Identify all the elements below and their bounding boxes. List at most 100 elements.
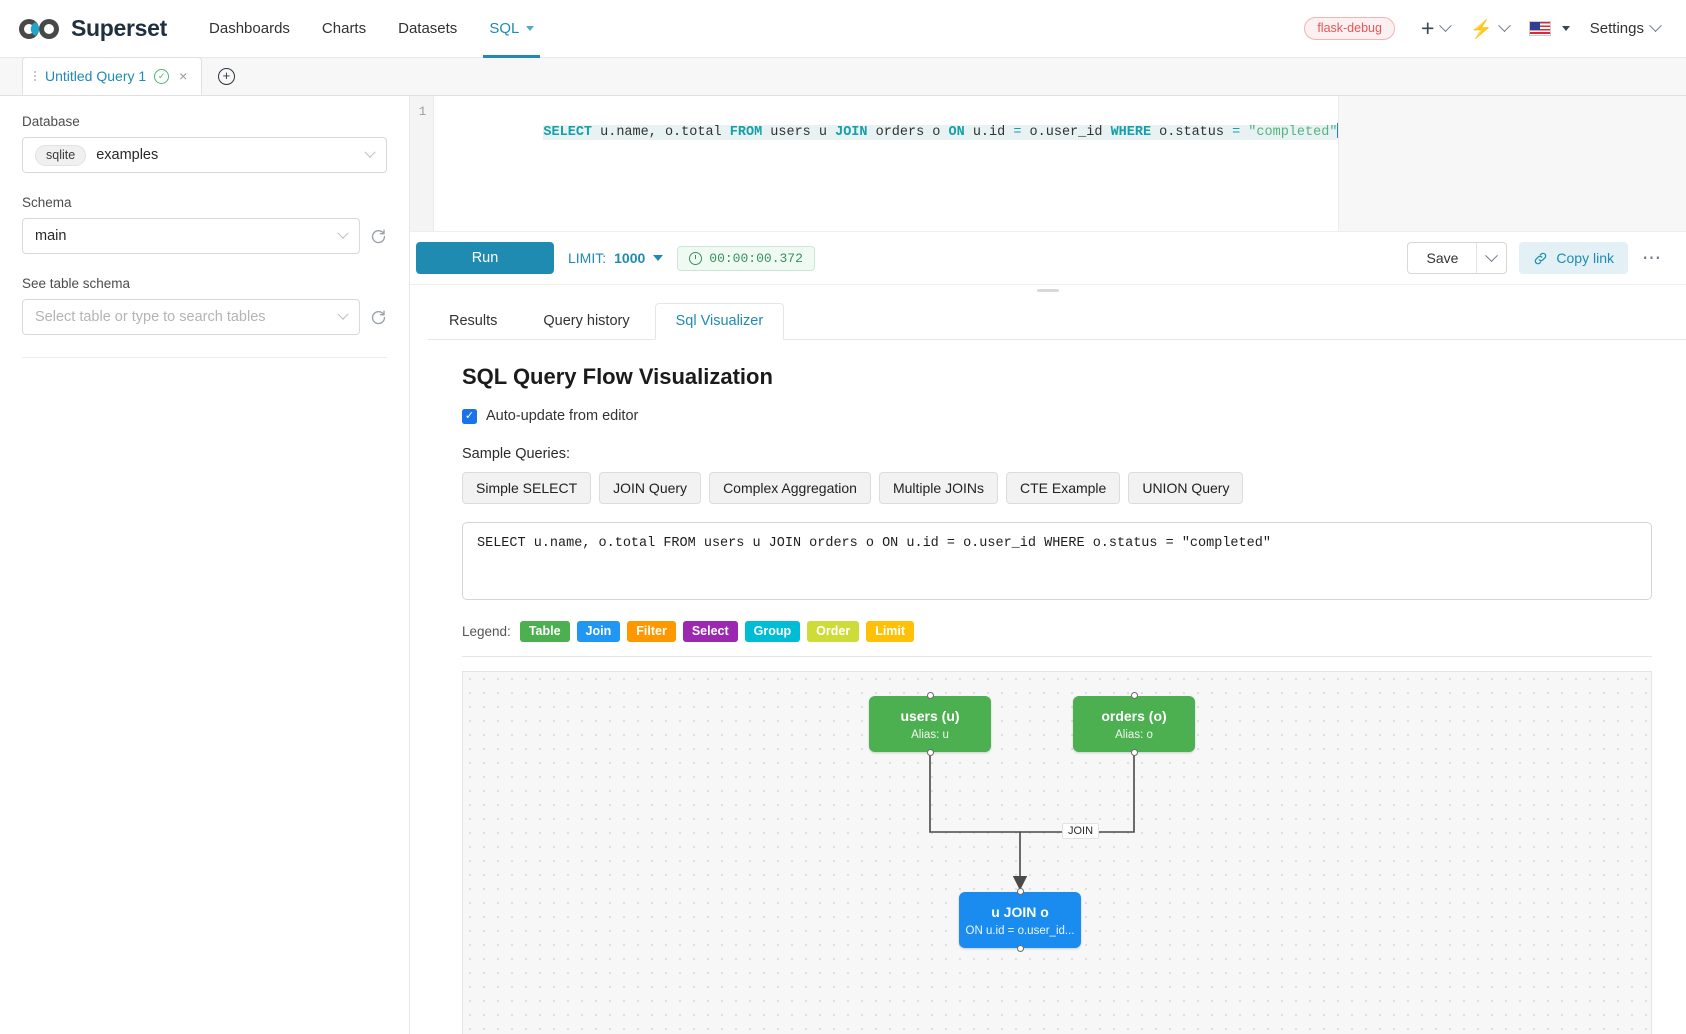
- plus-icon: +: [1420, 15, 1435, 41]
- chevron-down-icon: [1497, 19, 1511, 33]
- query-tab-untitled-query-1[interactable]: Untitled Query 1 ✓ ×: [22, 57, 203, 95]
- sql-input-textarea[interactable]: [462, 522, 1652, 600]
- settings-menu-button[interactable]: Settings: [1582, 16, 1668, 41]
- new-menu-button[interactable]: +: [1413, 13, 1458, 44]
- legend-chip-order: Order: [807, 621, 860, 642]
- result-tabs-underline: [428, 339, 1686, 340]
- nav-item-dashboards[interactable]: Dashboards: [193, 0, 306, 58]
- sample-query-button-2[interactable]: Complex Aggregation: [709, 472, 871, 504]
- check-circle-icon: ✓: [154, 68, 170, 84]
- node-port-top[interactable]: [1016, 888, 1024, 895]
- query-tab-label: Untitled Query 1: [45, 68, 147, 84]
- flow-node-users[interactable]: users (u)Alias: u: [869, 692, 991, 756]
- table-schema-label: See table schema: [22, 276, 131, 291]
- sql-editor: 1 SELECT u.name, o.total FROM users u JO…: [410, 96, 1686, 232]
- header-actions: flask-debug + ⚡ Settings: [1304, 13, 1686, 44]
- ace-editor[interactable]: 1 SELECT u.name, o.total FROM users u JO…: [410, 96, 1686, 231]
- nav-item-charts-label: Charts: [321, 20, 367, 37]
- tab-sql-visualizer[interactable]: Sql Visualizer: [654, 303, 785, 340]
- node-port-bottom[interactable]: [1016, 945, 1024, 952]
- nav-item-charts[interactable]: Charts: [306, 0, 382, 58]
- auto-update-checkbox[interactable]: ✓: [462, 408, 477, 424]
- node-port-bottom[interactable]: [1130, 749, 1138, 756]
- legend-label: Legend:: [462, 624, 511, 639]
- flow-edges: [929, 752, 1135, 891]
- flask-debug-badge[interactable]: flask-debug: [1304, 17, 1395, 40]
- node-port-top[interactable]: [1130, 692, 1138, 699]
- new-query-tab-button[interactable]: +: [202, 57, 250, 95]
- panel-resize-handle[interactable]: [410, 285, 1686, 295]
- nav-item-datasets[interactable]: Datasets: [382, 0, 473, 58]
- run-button[interactable]: Run: [416, 242, 554, 274]
- link-icon: [1535, 252, 1547, 264]
- limit-value: 1000: [614, 250, 646, 266]
- node-port-top[interactable]: [926, 692, 934, 699]
- nav-item-datasets-label: Datasets: [398, 20, 458, 37]
- editor-code-line: SELECT u.name, o.total FROM users u JOIN…: [543, 123, 1339, 140]
- chevron-down-icon: [337, 227, 349, 239]
- query-flow-canvas[interactable]: users (u)Alias: u orders (o)Alias: o u JOI…: [462, 671, 1652, 1034]
- sample-queries-label: Sample Queries:: [462, 446, 570, 462]
- edge-label-join: JOIN: [1062, 823, 1100, 839]
- chevron-down-icon: [1439, 19, 1453, 33]
- sample-query-button-5[interactable]: UNION Query: [1128, 472, 1244, 504]
- sql-visualizer-panel: SQL Query Flow Visualization ✓ Auto-upda…: [428, 340, 1686, 1034]
- sample-query-button-3[interactable]: Multiple JOINs: [878, 472, 998, 504]
- workspace: Database sqlite examples Schema main See…: [0, 96, 1686, 1034]
- superset-logo[interactable]: Superset: [0, 15, 193, 42]
- query-timer-value: 00:00:00.372: [709, 250, 803, 266]
- save-button[interactable]: Save: [1426, 250, 1459, 266]
- legend-chip-filter: Filter: [627, 621, 676, 642]
- settings-label: Settings: [1589, 20, 1644, 37]
- result-tabs: Results Query history Sql Visualizer: [428, 295, 1686, 340]
- copy-link-button[interactable]: Copy link: [1519, 242, 1628, 274]
- sample-query-button-4[interactable]: CTE Example: [1005, 472, 1121, 504]
- nav-item-sql[interactable]: SQL: [473, 0, 550, 58]
- primary-nav: Dashboards Charts Datasets SQL: [193, 0, 550, 58]
- query-tab-bar: Untitled Query 1 ✓ × +: [0, 57, 1686, 96]
- schema-row: main: [22, 218, 387, 254]
- more-options-icon[interactable]: ⋯: [1642, 247, 1662, 269]
- sample-query-button-1[interactable]: JOIN Query: [599, 472, 702, 504]
- legend-divider: [462, 656, 1652, 657]
- copy-link-label: Copy link: [1556, 250, 1614, 266]
- editor-gutter: 1: [410, 96, 435, 231]
- sample-query-button-0[interactable]: Simple SELECT: [462, 472, 592, 504]
- schema-select[interactable]: main: [22, 218, 360, 254]
- chevron-down-icon: [1485, 248, 1499, 262]
- editor-toolbar: Run LIMIT: 1000 00:00:00.372 Save: [410, 232, 1686, 285]
- tab-query-history[interactable]: Query history: [543, 313, 630, 329]
- flow-node-title: users (u): [900, 707, 960, 724]
- left-panel: Database sqlite examples Schema main See…: [0, 96, 410, 1034]
- legend-chip-limit: Limit: [866, 621, 915, 642]
- save-button-group[interactable]: Save: [1407, 242, 1508, 274]
- limit-dropdown[interactable]: LIMIT: 1000: [568, 250, 664, 266]
- alerts-menu-button[interactable]: ⚡: [1462, 16, 1516, 42]
- table-search-input[interactable]: Select table or type to search tables: [22, 299, 360, 335]
- top-navigation-bar: Superset Dashboards Charts Datasets SQL …: [0, 0, 1686, 58]
- refresh-schema-icon[interactable]: [370, 228, 387, 245]
- editor-code-area[interactable]: SELECT u.name, o.total FROM users u JOIN…: [434, 96, 1339, 231]
- node-port-bottom[interactable]: [926, 749, 934, 756]
- database-label: Database: [22, 114, 80, 129]
- refresh-tables-icon[interactable]: [370, 309, 387, 326]
- toolbar-right-actions: Save Copy link ⋯: [1407, 242, 1664, 274]
- close-icon[interactable]: ×: [179, 68, 188, 84]
- clock-icon: [689, 251, 703, 265]
- database-select[interactable]: sqlite examples: [22, 137, 387, 173]
- save-dropdown-button[interactable]: [1477, 243, 1506, 273]
- caret-down-icon: [1561, 26, 1570, 31]
- editor-line-number: 1: [418, 105, 427, 119]
- page-title: SQL Query Flow Visualization: [462, 364, 773, 389]
- tab-results[interactable]: Results: [449, 313, 498, 329]
- language-menu-button[interactable]: [1521, 17, 1578, 40]
- nav-item-sql-label: SQL: [489, 20, 520, 37]
- flow-node-orders[interactable]: orders (o)Alias: o: [1073, 692, 1195, 756]
- schema-label: Schema: [22, 195, 72, 210]
- legend-chip-select: Select: [682, 621, 738, 642]
- legend-chip-join: Join: [576, 621, 621, 642]
- drag-handle-icon[interactable]: [33, 70, 37, 82]
- us-flag-icon: [1528, 21, 1551, 36]
